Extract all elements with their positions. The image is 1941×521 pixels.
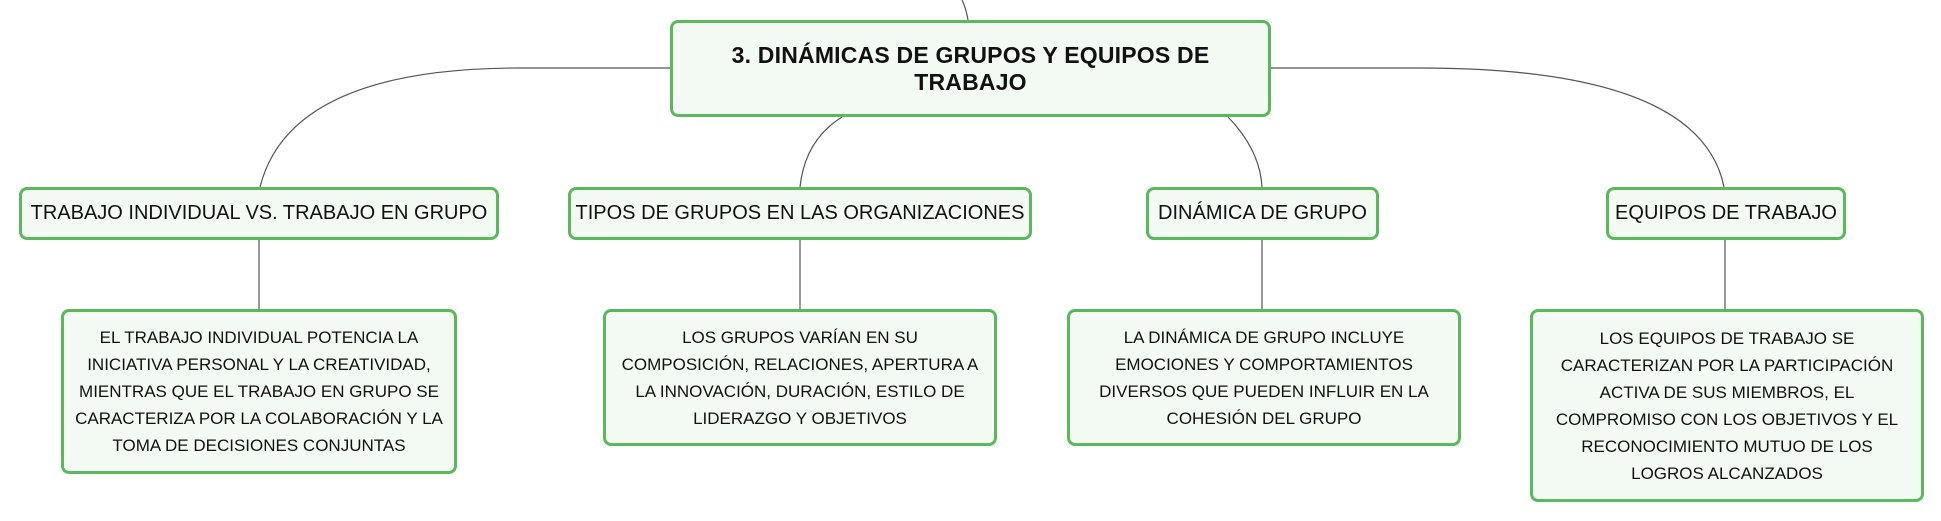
branch-node-dinamica-de-grupo[interactable]: DINÁMICA DE GRUPO — [1146, 187, 1379, 240]
detail-text: LOS GRUPOS VARÍAN EN SU COMPOSICIÓN, REL… — [621, 327, 979, 428]
branch-node-trabajo-individual[interactable]: TRABAJO INDIVIDUAL VS. TRABAJO EN GRUPO — [19, 187, 499, 240]
connector-parent-to-root — [961, 0, 969, 21]
branch-label: EQUIPOS DE TRABAJO — [1615, 202, 1837, 224]
detail-text: EL TRABAJO INDIVIDUAL POTENCIA LA INICIA… — [75, 328, 443, 455]
root-topic-node[interactable]: 3. DINÁMICAS DE GRUPOS Y EQUIPOS DE TRAB… — [670, 20, 1271, 117]
connector-root-to-branch-4 — [1271, 67, 1725, 188]
detail-node-trabajo-individual[interactable]: EL TRABAJO INDIVIDUAL POTENCIA LA INICIA… — [61, 309, 457, 474]
branch-node-tipos-de-grupos[interactable]: TIPOS DE GRUPOS EN LAS ORGANIZACIONES — [568, 187, 1032, 240]
branch-node-equipos-de-trabajo[interactable]: EQUIPOS DE TRABAJO — [1606, 187, 1846, 240]
detail-text: LA DINÁMICA DE GRUPO INCLUYE EMOCIONES Y… — [1099, 327, 1429, 428]
detail-node-dinamica-de-grupo[interactable]: LA DINÁMICA DE GRUPO INCLUYE EMOCIONES Y… — [1067, 309, 1461, 446]
branch-label: TRABAJO INDIVIDUAL VS. TRABAJO EN GRUPO — [30, 202, 488, 224]
connector-root-to-branch-3 — [1227, 116, 1263, 188]
detail-node-tipos-de-grupos[interactable]: LOS GRUPOS VARÍAN EN SU COMPOSICIÓN, REL… — [603, 309, 997, 446]
detail-text: LOS EQUIPOS DE TRABAJO SE CARACTERIZAN P… — [1555, 328, 1899, 483]
branch-label: DINÁMICA DE GRUPO — [1158, 202, 1367, 224]
connector-root-to-branch-1 — [259, 67, 670, 188]
connector-root-to-branch-2 — [799, 116, 843, 188]
branch-label: TIPOS DE GRUPOS EN LAS ORGANIZACIONES — [575, 202, 1025, 224]
detail-node-equipos-de-trabajo[interactable]: LOS EQUIPOS DE TRABAJO SE CARACTERIZAN P… — [1530, 309, 1924, 502]
root-topic-label: 3. DINÁMICAS DE GRUPOS Y EQUIPOS DE TRAB… — [731, 41, 1210, 95]
